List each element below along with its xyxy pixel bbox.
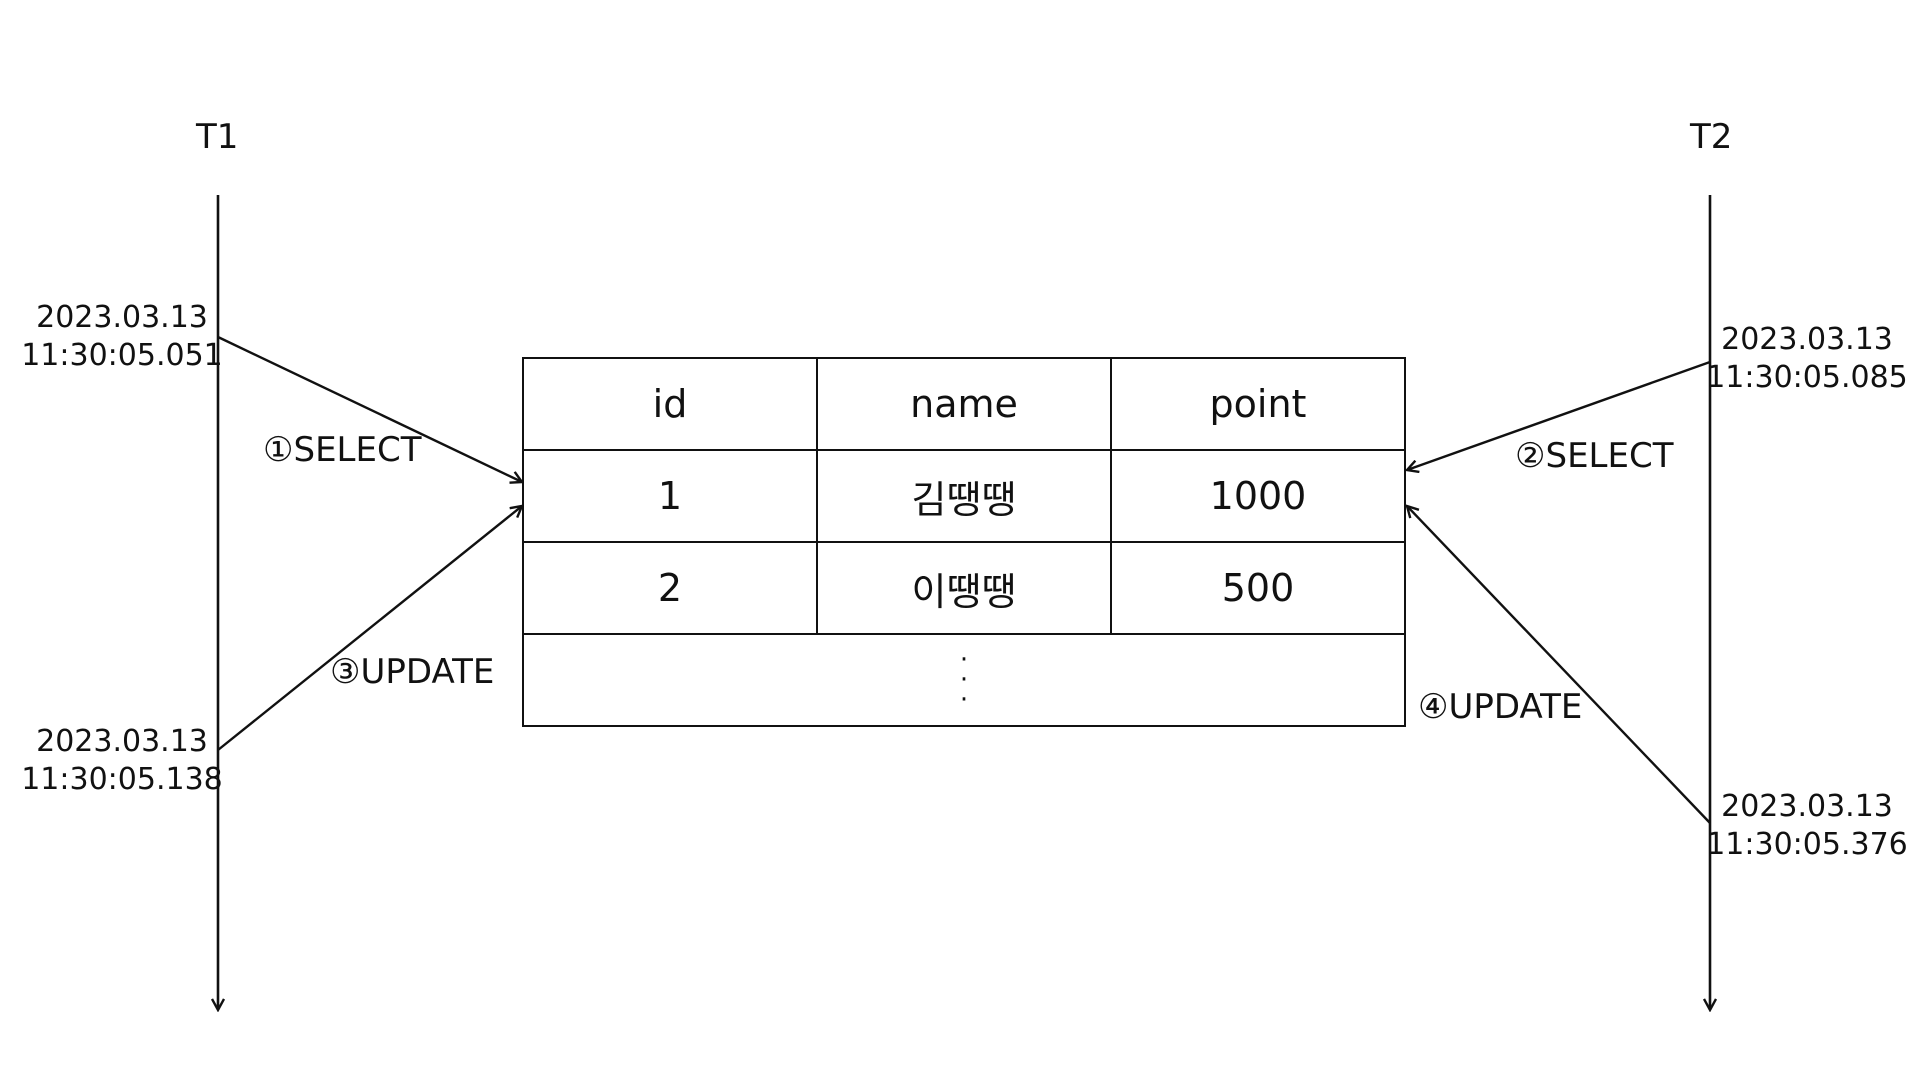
op2-arrow (1407, 360, 1711, 470)
t2-end-date: 2023.03.13 (1721, 789, 1893, 824)
op1-label: ①SELECT (263, 430, 422, 470)
table-cell-row1-id: 1 (657, 474, 683, 518)
table-ellipsis-row: · · · (523, 634, 1405, 726)
t1-start-timestamp: 2023.03.13 11:30:05.051 (2, 299, 242, 375)
table-cell-row2-point: 500 (1221, 566, 1295, 610)
t1-end-timestamp: 2023.03.13 11:30:05.138 (2, 723, 242, 799)
table-grid (522, 357, 1406, 727)
t1-end-date: 2023.03.13 (36, 724, 208, 759)
op2-label: ②SELECT (1515, 436, 1674, 476)
t2-start-timestamp: 2023.03.13 11:30:05.085 (1687, 321, 1920, 397)
op3-arrow (217, 506, 522, 751)
table-header-name: name (910, 382, 1018, 426)
t1-start-clock: 11:30:05.051 (21, 338, 223, 373)
table-cell-row2-id: 2 (657, 566, 683, 610)
t1-label: T1 (196, 117, 239, 157)
table-header-point: point (1209, 382, 1307, 426)
t1-end-clock: 11:30:05.138 (21, 762, 223, 797)
ellipsis-dot: · (959, 685, 969, 715)
table-cell-row1-name: 김땡땡 (911, 477, 1017, 522)
table-cell-row2-name: 이땡땡 (911, 569, 1017, 614)
t1-start-date: 2023.03.13 (36, 300, 208, 335)
op1-arrow (217, 335, 522, 482)
t2-end-clock: 11:30:05.376 (1706, 827, 1908, 862)
op4-arrow (1407, 506, 1711, 824)
table-header-id: id (652, 382, 688, 426)
ellipsis-dot: · (959, 645, 969, 675)
ellipsis-dot: · (959, 665, 969, 695)
op4-label: ④UPDATE (1418, 687, 1583, 727)
t2-end-timestamp: 2023.03.13 11:30:05.376 (1687, 788, 1920, 864)
table-cell-row1-point: 1000 (1209, 474, 1307, 518)
t2-start-date: 2023.03.13 (1721, 322, 1893, 357)
t2-start-clock: 11:30:05.085 (1706, 360, 1908, 395)
op3-label: ③UPDATE (330, 652, 495, 692)
t2-label: T2 (1690, 117, 1733, 157)
